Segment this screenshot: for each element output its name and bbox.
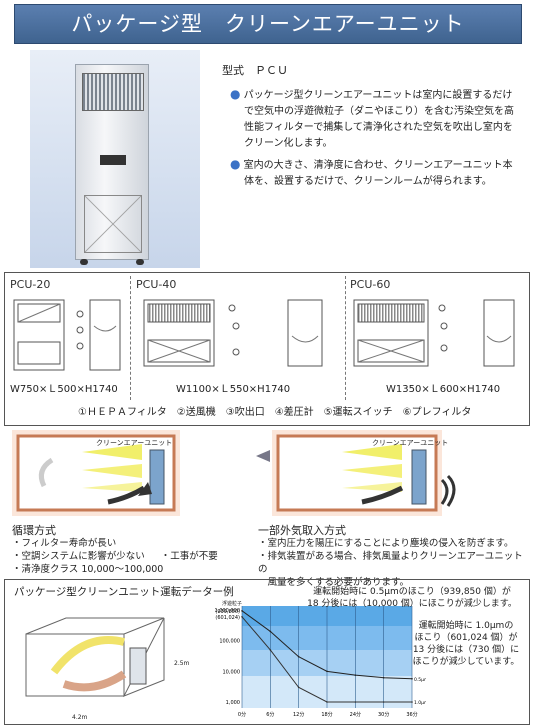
outdoor-item: ・排気装置がある場合、排気風量よりクリーンエアーユニットの (258, 551, 523, 575)
intro-bullet-2: ● 室内の大きさ、清浄度に合わせ、クリーンエアーユニット本体を、設置するだけで、… (230, 156, 520, 190)
series-point (382, 676, 385, 679)
note-line: 13 分後には（730 個）に (412, 645, 520, 655)
room-sketch (25, 617, 165, 697)
note-line: ほこり（601,024 個）が (414, 633, 518, 643)
caster-left (80, 259, 88, 265)
circulation-diagram (12, 430, 180, 516)
outdoor-caption: 一部外気取入方式 ・室内圧力を陽圧にすることにより塵埃の侵入を防ぎます。 ・排気… (258, 524, 528, 589)
bullet-icon: ● (230, 87, 241, 101)
y-tick-label: (601,024) (215, 615, 240, 621)
outdoor-item: 風量を多くする必要があります。 (258, 577, 410, 588)
series-point (269, 630, 272, 633)
intro-bullets: ● パッケージ型クリーンエアーユニットは室内に設置するだけで空気中の浮遊微粒子（… (230, 86, 520, 194)
unit-label-outdoor: クリーンエアーユニット (372, 439, 449, 447)
circulation-item: ・フィルター寿命が長い (12, 538, 117, 549)
intro-bullet-text: パッケージ型クリーンエアーユニットは室内に設置するだけで空気中の浮遊微粒子（ダニ… (243, 90, 514, 149)
room-height: 2.5m (174, 660, 190, 667)
y-tick-label: 10,000 (223, 669, 241, 675)
pcu20-drawing (13, 299, 121, 371)
series-point (382, 701, 385, 703)
pcu40-drawing (143, 299, 323, 367)
outdoor-item: ・室内圧力を陽圧にすることにより塵埃の侵入を防ぎます。 (258, 538, 514, 549)
dims-pcu20: W750×Ｌ500×H1740 (10, 384, 118, 395)
series-point (269, 649, 272, 651)
parts-legend: ①ＨＥＰＡフィルタ ②送風機 ③吹出口 ④差圧計 ⑤運転スイッチ ⑥プレフィルタ (78, 407, 472, 418)
outdoor-air-diagram (256, 430, 456, 516)
note-line: 運転開始時に 0.5μmのほこり（939,850 個）が (313, 587, 511, 597)
control-panel (100, 155, 126, 165)
model-divider (345, 276, 346, 400)
page-title: パッケージ型 クリーンエアーユニット (71, 12, 465, 36)
model-name-pcu40: PCU-40 (136, 278, 177, 291)
caster-right (136, 259, 144, 265)
series-point (411, 701, 413, 703)
x-tick-label: 12分 (293, 711, 304, 718)
outdoor-title: 一部外気取入方式 (258, 524, 346, 537)
chart-ylabel: 浮遊粒子 (222, 601, 243, 607)
y-tick-label: 1,000,000 (215, 608, 240, 614)
bullet-icon: ● (230, 157, 241, 171)
series-point (297, 655, 300, 658)
circulation-item: ・清浄度クラス 10,000～100,000 (12, 564, 164, 575)
air-outlet-grille (82, 73, 144, 111)
series-point (354, 701, 357, 703)
unit-label-circulation: クリーンエアーユニット (96, 439, 173, 447)
product-photo (30, 50, 200, 268)
note-line: ほこりが減少しています。 (412, 657, 520, 667)
dims-pcu40: W1100×Ｌ550×H1740 (176, 384, 291, 395)
y-tick-label: 1,000 (226, 700, 240, 706)
model-name-pcu60: PCU-60 (350, 278, 391, 291)
y-tick-label: 100,000 (219, 639, 240, 645)
note-10um: 運転開始時に 1.0μmの ほこり（601,024 個）が 13 分後には（73… (404, 620, 528, 668)
circulation-caption: 循環方式 ・フィルター寿命が長い ・空調システムに影響が少ない・工事が不要 ・清… (12, 524, 242, 576)
series-point (354, 674, 357, 676)
operating-data-title: パッケージ型クリーンユニット運転データー例 (14, 586, 234, 598)
model-name-pcu20: PCU-20 (10, 278, 51, 291)
model-divider (130, 276, 131, 400)
model-type-label: 型式 ＰＣＵ (222, 64, 288, 77)
dims-pcu60: W1350×Ｌ600×H1740 (386, 384, 501, 395)
series-point (241, 610, 243, 612)
x-tick-label: 36分 (406, 711, 417, 718)
intro-bullet-text: 室内の大きさ、清浄度に合わせ、クリーンエアーユニット本体を、設置するだけで、クリ… (243, 160, 513, 187)
x-tick-label: 24分 (350, 711, 361, 718)
circulation-title: 循環方式 (12, 524, 56, 537)
series-point (411, 677, 413, 680)
x-tick-label: 30分 (378, 711, 389, 718)
note-05um: 運転開始時に 0.5μmのほこり（939,850 個）が 18 分後には（10,… (306, 586, 518, 610)
model-specs-box (4, 272, 530, 426)
series-end-label: 0.5μm (5,712) (414, 677, 426, 683)
pcu60-drawing (353, 299, 515, 367)
x-tick-label: 18分 (321, 711, 332, 718)
note-line: 18 分後には（10,000 個）にほこりが減少します。 (307, 599, 517, 609)
unit-illustration (75, 64, 149, 265)
note-line: 運転開始時に 1.0μmの (418, 621, 514, 631)
series-point (326, 670, 328, 673)
series-end-label: 1.0μm (730) (414, 700, 426, 706)
series-point (241, 615, 243, 618)
intro-bullet-1: ● パッケージ型クリーンエアーユニットは室内に設置するだけで空気中の浮遊微粒子（… (230, 86, 520, 152)
x-tick-label: 6分 (266, 711, 274, 718)
room-width: 4.2m (72, 714, 88, 721)
x-tick-label: 0分 (238, 711, 246, 718)
series-point (297, 686, 300, 689)
circulation-item: ・空調システムに影響が少ない・工事が不要 (12, 551, 218, 562)
series-point (326, 701, 328, 703)
particle-chart: 0分 6分 12分 18分 24分 30分 36分 1,000,000(939,850)(60… (215, 606, 426, 718)
page-title-bar: パッケージ型 クリーンエアーユニット (14, 4, 522, 44)
y-tick-label: (939,850) (215, 609, 240, 615)
filter-panel (84, 195, 142, 253)
